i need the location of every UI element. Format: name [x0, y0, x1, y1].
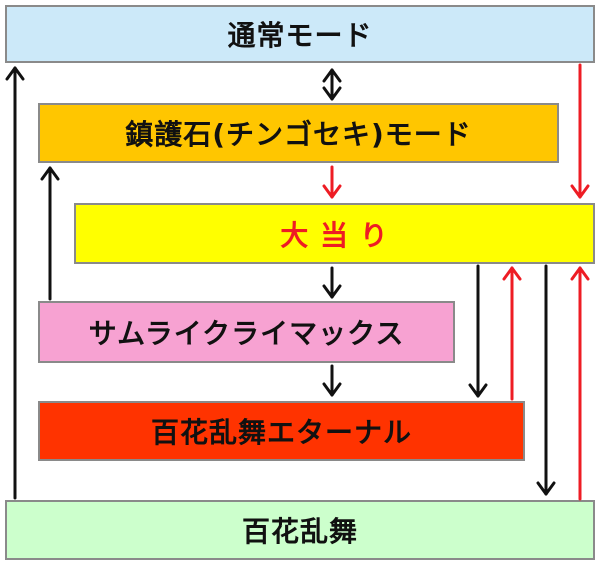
hyakka-ranbu-box: 百花乱舞	[5, 500, 595, 560]
normal-jackpot-arrow	[570, 63, 590, 199]
normal-mode-label: 通常モード	[227, 19, 373, 52]
eternal-jackpot-arrow	[502, 266, 522, 401]
chingoseki-mode-box: 鎮護石(チンゴセキ)モード	[38, 103, 559, 163]
climax-chinseki-arrow	[40, 166, 60, 301]
samurai-climax-label: サムライクライマックス	[88, 317, 405, 350]
chingoseki-mode-label: 鎮護石(チンゴセキ)モード	[125, 118, 472, 151]
hyakka-ranbu-eternal-label: 百花乱舞エターナル	[150, 416, 412, 449]
hyakka-ranbu-label: 百花乱舞	[241, 515, 358, 548]
jackpot-eternal-arrow	[468, 264, 488, 398]
jackpot-label: 大 当 り	[280, 218, 389, 252]
hyakka-jackpot-arrow	[570, 266, 590, 501]
normal-chinseki-arrow	[322, 68, 342, 101]
normal-mode-box: 通常モード	[5, 5, 595, 63]
samurai-climax-box: サムライクライマックス	[38, 301, 455, 363]
climax-eternal-arrow	[322, 364, 342, 397]
hyakka-ranbu-eternal-box: 百花乱舞エターナル	[38, 401, 525, 461]
jackpot-box: 大 当 り	[74, 203, 595, 264]
jackpot-hyakka-arrow	[536, 264, 556, 496]
chinseki-jackpot-arrow	[322, 165, 342, 199]
hyakka-normal-arrow	[5, 66, 25, 500]
jackpot-climax-arrow	[322, 266, 342, 299]
